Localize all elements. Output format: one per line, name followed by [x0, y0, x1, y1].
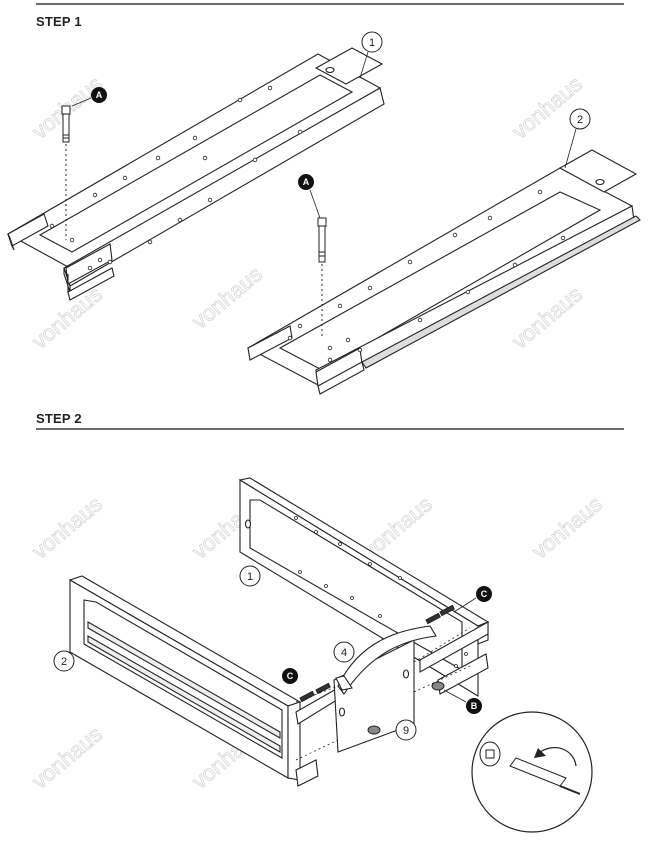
callout-a-2: A — [298, 174, 321, 219]
side-panel-part-4 — [333, 625, 437, 753]
callout-9-label: 9 — [403, 725, 409, 737]
frame-part-1-upright — [238, 477, 490, 697]
watermark: vonhaus — [527, 491, 607, 564]
callout-c-label: C — [287, 671, 294, 681]
fitting-a-dowel-2 — [317, 217, 327, 336]
watermark: vonhaus — [507, 281, 587, 354]
watermark: vonhaus — [187, 261, 267, 334]
fitting-c-dowels-left — [299, 682, 331, 703]
step-2-title: STEP 2 — [36, 411, 82, 426]
frame-part-2 — [246, 149, 641, 395]
callout-4-label: 4 — [341, 647, 347, 659]
step-2-rule — [36, 428, 624, 430]
callout-2-label: 2 — [577, 114, 583, 126]
callout-c-label: C — [481, 589, 488, 599]
watermark: vonhaus — [27, 721, 107, 794]
step-1-rule — [36, 3, 624, 5]
callout-b-label: B — [471, 701, 478, 711]
callout-part-9: 9 — [395, 719, 417, 741]
step-1-illustration: vonhaus vonhaus vonhaus vonhaus vonhaus … — [6, 31, 641, 395]
callout-a-label: A — [96, 90, 103, 100]
callout-part-1: 1 — [359, 31, 383, 79]
fitting-a-dowel-1 — [61, 105, 71, 240]
callout-part-4: 4 — [333, 641, 355, 663]
fitting-c-dowels-right — [425, 604, 455, 625]
assembly-guides — [295, 627, 471, 761]
step-1-title: STEP 1 — [36, 14, 82, 29]
watermark: vonhaus — [27, 491, 107, 564]
callout-a-label: A — [303, 177, 310, 187]
callout-b: B — [443, 689, 482, 714]
step-2-illustration: vonhaus vonhaus vonhaus vonhaus vonhaus … — [27, 477, 607, 833]
callout-1-label: 1 — [369, 37, 375, 49]
cam-lock-detail-zoom — [471, 711, 593, 833]
callout-1-label: 1 — [247, 571, 253, 583]
callout-part-2: 2 — [564, 108, 591, 169]
callout-c-left: C — [282, 668, 298, 684]
frame-part-2-upright — [68, 575, 341, 787]
cam-lock-part-9 — [367, 681, 445, 735]
callout-a-1: A — [71, 87, 107, 107]
callout-part-2: 2 — [53, 650, 75, 672]
callout-part-1: 1 — [239, 565, 261, 587]
frame-part-1 — [6, 47, 385, 301]
watermark: vonhaus — [27, 281, 107, 354]
callout-2-label: 2 — [61, 656, 67, 668]
callout-c-right: C — [453, 586, 492, 613]
